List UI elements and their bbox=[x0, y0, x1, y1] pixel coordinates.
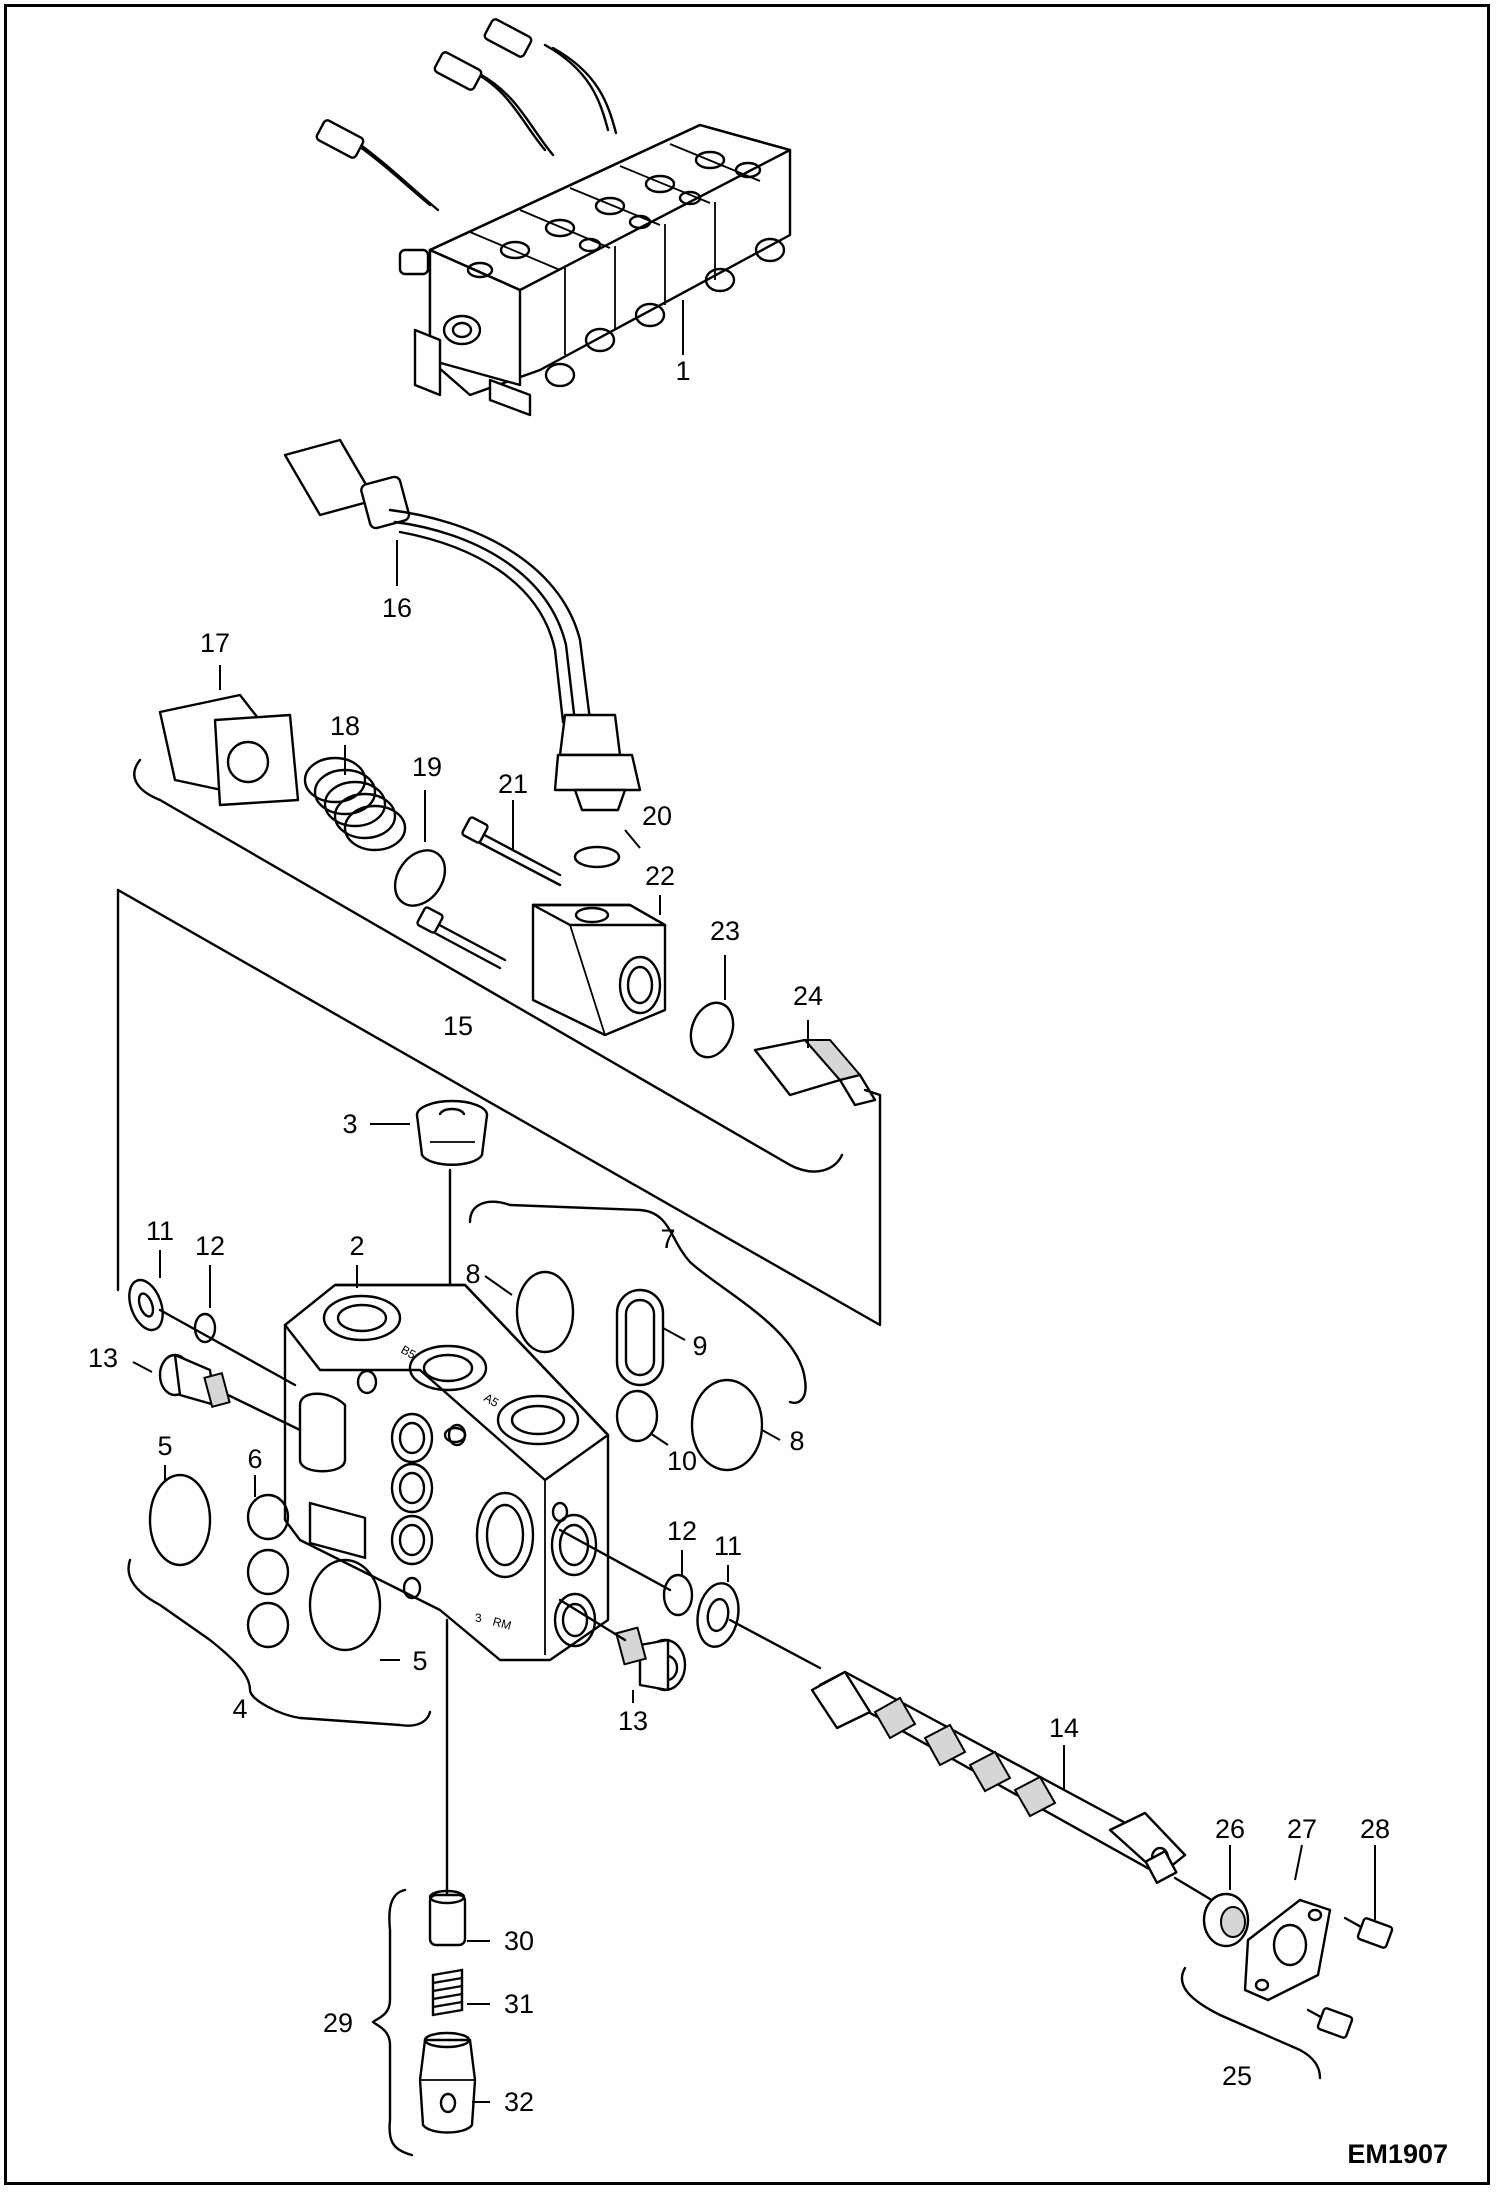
o-ring-5b-illustration bbox=[308, 1558, 382, 1652]
callout-11-left: 11 bbox=[146, 1216, 174, 1246]
callout-21: 21 bbox=[498, 769, 528, 799]
callout-31: 31 bbox=[504, 1989, 534, 2019]
o-ring-6a-illustration bbox=[246, 1493, 290, 1541]
callout-25: 25 bbox=[1222, 2061, 1252, 2091]
o-ring-8a-illustration bbox=[515, 1270, 575, 1354]
callout-23: 23 bbox=[710, 916, 740, 946]
valve-assembly-illustration bbox=[315, 18, 792, 417]
callout-18: 18 bbox=[330, 711, 360, 741]
marking-rm: RM bbox=[491, 1614, 513, 1632]
callout-15: 15 bbox=[443, 1011, 473, 1041]
check-plug-13-right-illustration bbox=[615, 1626, 687, 1692]
callout-14: 14 bbox=[1049, 1713, 1079, 1743]
callout-5b: 5 bbox=[412, 1646, 427, 1676]
wiring-harness-illustration bbox=[283, 438, 642, 812]
o-ring-5a-illustration bbox=[148, 1473, 212, 1567]
bracket-15 bbox=[133, 758, 844, 1173]
seal-26-illustration bbox=[1202, 1892, 1250, 1948]
callout-16: 16 bbox=[382, 593, 412, 623]
callout-10: 10 bbox=[667, 1446, 697, 1476]
callout-26: 26 bbox=[1215, 1814, 1245, 1844]
solenoid-subassembly-illustration bbox=[158, 693, 877, 1107]
callout-30: 30 bbox=[504, 1926, 534, 1956]
spool-14-illustration bbox=[810, 1670, 1187, 1884]
seal-9-illustration bbox=[615, 1288, 665, 1387]
marking-a5: A5 bbox=[482, 1390, 502, 1410]
bracket-25 bbox=[1180, 1966, 1322, 2080]
seat-30-illustration bbox=[428, 1893, 467, 1947]
callout-7: 7 bbox=[660, 1224, 675, 1254]
drawing-frame bbox=[4, 4, 1490, 2185]
callout-11-right: 11 bbox=[714, 1531, 742, 1561]
callout-19: 19 bbox=[412, 752, 442, 782]
figure-code: EM1907 bbox=[1347, 2139, 1448, 2169]
callout-28: 28 bbox=[1360, 1814, 1390, 1844]
poppet-32-illustration bbox=[418, 2031, 477, 2134]
leader-8b bbox=[761, 1429, 781, 1441]
callout-5a: 5 bbox=[157, 1431, 172, 1461]
callout-2: 2 bbox=[349, 1231, 364, 1261]
bracket-4 bbox=[127, 1558, 432, 1727]
o-ring-8b-illustration bbox=[690, 1378, 764, 1472]
o-ring-12-left-illustration bbox=[193, 1312, 217, 1344]
callout-1: 1 bbox=[675, 356, 690, 386]
callout-17: 17 bbox=[200, 628, 230, 658]
leader-8a bbox=[484, 1275, 513, 1296]
valve-section-body-illustration: B5 A5 3 RM bbox=[283, 1283, 610, 1662]
spring-31-illustration bbox=[431, 1968, 464, 2017]
callout-22: 22 bbox=[645, 861, 675, 891]
leader-9 bbox=[662, 1327, 686, 1341]
leader-10 bbox=[649, 1432, 669, 1446]
leader-27 bbox=[1294, 1844, 1303, 1881]
callout-3: 3 bbox=[342, 1109, 357, 1139]
callout-12-left: 12 bbox=[195, 1231, 225, 1261]
callout-24: 24 bbox=[793, 981, 823, 1011]
callout-20: 20 bbox=[642, 801, 672, 831]
washer-11-right-illustration bbox=[696, 1582, 740, 1648]
callout-32: 32 bbox=[504, 2087, 534, 2117]
callout-29: 29 bbox=[323, 2008, 353, 2038]
bracket-7 bbox=[468, 1200, 807, 1404]
plug-illustration bbox=[415, 1099, 489, 1166]
callout-6: 6 bbox=[247, 1444, 262, 1474]
leader-20 bbox=[624, 829, 641, 849]
o-ring-10-illustration bbox=[615, 1389, 659, 1443]
check-plug-13-left-illustration bbox=[158, 1353, 231, 1409]
callout-13-left: 13 bbox=[88, 1343, 118, 1373]
cap-27-illustration bbox=[1243, 1898, 1332, 2002]
callout-9: 9 bbox=[692, 1331, 707, 1361]
callout-13-right: 13 bbox=[618, 1706, 648, 1736]
o-ring-6b-illustration bbox=[246, 1548, 290, 1596]
callout-8b: 8 bbox=[789, 1426, 804, 1456]
o-ring-12-right-illustration bbox=[662, 1573, 694, 1617]
o-ring-6c-illustration bbox=[246, 1601, 290, 1649]
callout-27: 27 bbox=[1287, 1814, 1317, 1844]
marking-b5: B5 bbox=[399, 1342, 419, 1362]
callout-4: 4 bbox=[232, 1694, 247, 1724]
marking-3: 3 bbox=[475, 1611, 482, 1625]
leader-13-left bbox=[132, 1361, 153, 1373]
callout-labels: 1 2 3 4 5 5 6 7 8 8 9 10 11 11 12 12 13 … bbox=[88, 356, 1390, 2117]
bracket-29 bbox=[371, 1888, 414, 2157]
callout-8a: 8 bbox=[465, 1259, 480, 1289]
washer-11-left-illustration bbox=[128, 1278, 164, 1332]
bolt-28-illustration bbox=[1306, 1916, 1394, 2039]
callout-12-right: 12 bbox=[667, 1516, 697, 1546]
